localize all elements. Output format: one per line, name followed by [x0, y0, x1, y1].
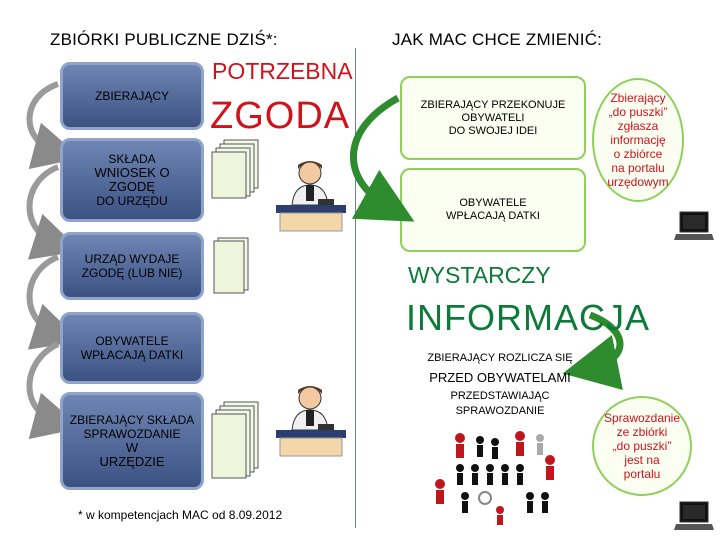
step-citizens-donate: OBYWATELE WPŁACAJĄ DATKI: [60, 312, 204, 384]
left-title: ZBIÓRKI PUBLICZNE DZIŚ*:: [50, 30, 278, 49]
step-office-decision: URZĄD WYDAJE ZGODĘ (LUB NIE): [60, 232, 204, 300]
box-persuade: ZBIERAJĄCY PRZEKONUJE OBYWATELI DO SWOJE…: [400, 76, 586, 160]
laptop-icon: [674, 211, 714, 240]
step-line: WNIOSEK O: [94, 165, 170, 180]
settle-line-2: PRZED OBYWATELAMI: [429, 370, 571, 385]
document-icon: [213, 237, 249, 294]
official-at-desk-icon: [276, 386, 346, 457]
box-line: DO SWOJEJ IDEI: [448, 124, 538, 137]
oval-line: zgłasza: [617, 119, 659, 133]
step-line: SKŁADA: [108, 152, 156, 166]
footnote: * w kompetencjach MAC od 8.09.2012: [78, 508, 283, 522]
settle-line-3: PRZEDSTAWIAJĄC: [450, 390, 550, 402]
box-citizens-donate: OBYWATELE WPŁACAJĄ DATKI: [400, 168, 586, 252]
box-line: OBYWATELE: [459, 197, 527, 209]
official-at-desk-icon: [276, 161, 346, 232]
document-stack-icon: [211, 139, 259, 199]
right-title: JAK MAC CHCE ZMIENIĆ:: [392, 30, 603, 49]
laptop-icon: [674, 501, 714, 530]
step-line: ZGODĘ: [108, 179, 156, 194]
step-line: W: [125, 440, 139, 455]
oval-line: jest na: [624, 453, 660, 467]
oval-line: o zbiórce: [613, 147, 663, 161]
step-line: URZĄD WYDAJE: [84, 252, 180, 266]
step-line: OBYWATELE: [95, 334, 169, 348]
step-line: WPŁACAJĄ DATKI: [80, 348, 184, 362]
people-crowd-icon: [435, 431, 555, 525]
box-line: OBYWATELI: [461, 111, 525, 124]
gray-flow-arrows: [26, 81, 82, 440]
step-line: DO URZĘDU: [96, 194, 168, 208]
oval-line: „do puszki”: [612, 439, 672, 453]
information-label: INFORMACJA: [406, 297, 650, 338]
box-line: ZBIERAJĄCY PRZEKONUJE: [420, 98, 566, 111]
enough-label: WYSTARCZY: [408, 262, 551, 288]
step-line: ZBIERAJĄCY SKŁADA: [69, 413, 195, 427]
settle-line-4: SPRAWOZDANIE: [455, 405, 545, 417]
oval-line: Zbierający: [610, 91, 666, 105]
settle-line-1: ZBIERAJĄCY ROZLICZA SIĘ: [427, 352, 573, 364]
oval-line: ze zbiórki: [616, 425, 668, 439]
oval-line: „do puszki”: [608, 105, 668, 119]
column-divider: [355, 48, 356, 528]
oval-line: urzędowym: [607, 175, 669, 189]
step-collector: ZBIERAJĄCY: [60, 62, 204, 130]
oval-report-portal: Sprawozdanie ze zbiórki „do puszki” jest…: [592, 396, 692, 496]
green-flow-arrows: [350, 94, 624, 390]
step-application: SKŁADA WNIOSEK O ZGODĘ DO URZĘDU: [60, 138, 204, 222]
oval-line: na portalu: [611, 161, 665, 175]
consent-label: ZGODA: [210, 95, 351, 137]
step-line: SPRAWOZDANIE: [83, 427, 181, 441]
document-stack-icon: [211, 401, 259, 479]
box-line: WPŁACAJĄ DATKI: [446, 210, 540, 222]
oval-line: informację: [610, 133, 666, 147]
step-line: ZBIERAJĄCY: [94, 89, 169, 103]
oval-line: Sprawozdanie: [603, 411, 681, 425]
needed-label: POTRZEBNA: [212, 58, 353, 84]
oval-line: portalu: [623, 467, 661, 481]
step-report: ZBIERAJĄCY SKŁADA SPRAWOZDANIE W URZĘDZI…: [60, 392, 204, 490]
oval-portal-notice: Zbierający „do puszki” zgłasza informacj…: [592, 78, 684, 202]
step-line: ZGODĘ (LUB NIE): [81, 266, 183, 280]
step-line: URZĘDZIE: [99, 454, 165, 469]
